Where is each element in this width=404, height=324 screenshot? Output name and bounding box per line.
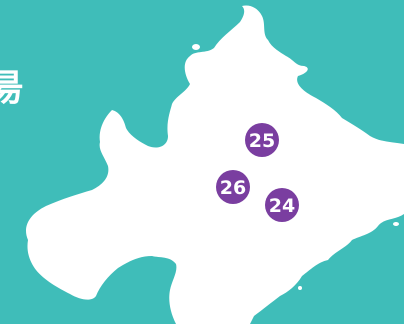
marker-circle — [245, 123, 279, 157]
map-title-fragment: 昜 — [0, 68, 25, 109]
islet — [247, 10, 253, 18]
islet — [192, 44, 200, 50]
islet — [298, 286, 302, 290]
marker-25[interactable]: 25 — [245, 123, 279, 157]
marker-26[interactable]: 26 — [216, 170, 250, 204]
marker-label: 26 — [220, 177, 246, 199]
marker-24[interactable]: 24 — [265, 188, 299, 222]
marker-circle — [265, 188, 299, 222]
islet — [393, 222, 399, 226]
marker-label: 25 — [249, 130, 275, 152]
marker-circle — [216, 170, 250, 204]
island-landmass — [26, 5, 404, 324]
marker-label: 24 — [269, 195, 295, 217]
islet — [85, 294, 91, 298]
